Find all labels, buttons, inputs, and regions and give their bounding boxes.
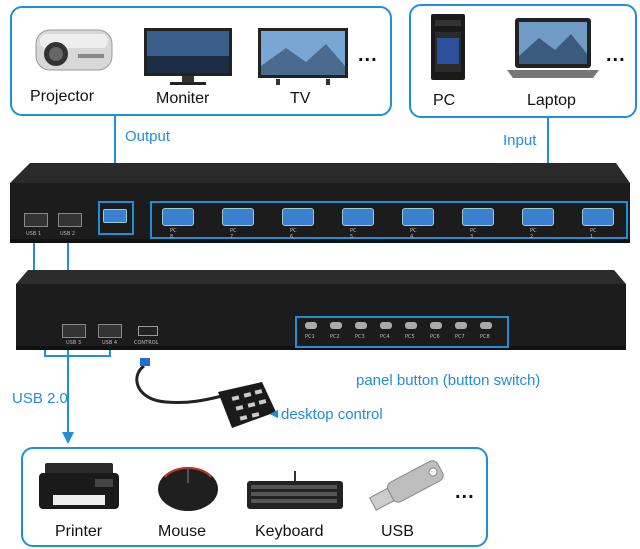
- usb-device-label: USB: [381, 523, 414, 540]
- projector-label: Projector: [30, 88, 95, 105]
- panel-button-label-text: panel button (button switch): [356, 372, 541, 389]
- usb-label: USB 2.0: [12, 390, 68, 407]
- tv-icon: [258, 28, 348, 85]
- laptop-label: Laptop: [527, 92, 576, 109]
- usb-more: ...: [455, 481, 475, 503]
- pc-port-label: PC 7: [230, 228, 237, 240]
- pc-port[interactable]: [162, 208, 194, 226]
- panel-button[interactable]: [330, 322, 342, 329]
- rear-usb-label-1: USB 1: [26, 231, 42, 237]
- front-usb-label-4: USB 4: [102, 340, 118, 346]
- panel-buttons-highlight: [295, 316, 509, 348]
- output-devices-box: Projector Moniter TV ...: [10, 6, 392, 116]
- output-label: Output: [125, 128, 171, 145]
- pc-port-label: PC 5: [350, 228, 357, 240]
- input-devices-box: PC Laptop ...: [409, 4, 637, 118]
- output-vga-port[interactable]: [103, 209, 127, 223]
- panel-button[interactable]: [455, 322, 467, 329]
- pc-port[interactable]: [222, 208, 254, 226]
- pc-port[interactable]: [402, 208, 434, 226]
- pc-port-label: PC 6: [290, 228, 297, 240]
- front-usb-port-3[interactable]: [62, 324, 86, 338]
- tv-label: TV: [290, 90, 311, 107]
- pc-port[interactable]: [522, 208, 554, 226]
- pc-port-label: PC 2: [530, 228, 537, 240]
- pc-port-label: PC 1: [590, 228, 597, 240]
- output-more: ...: [358, 44, 378, 66]
- kvm-front-panel: USB 3 USB 4 CONTROL PC1 PC2 PC3 PC4 PC5 …: [10, 270, 632, 352]
- desktop-control-label: desktop control: [281, 406, 383, 423]
- panel-button-label: PC7: [455, 334, 465, 340]
- pc-port-label: PC 4: [410, 228, 417, 240]
- panel-button-label: PC6: [430, 334, 440, 340]
- laptop-icon: [507, 18, 599, 78]
- panel-button[interactable]: [380, 322, 392, 329]
- desktop-control-arrow: ◄: [267, 405, 281, 421]
- panel-button-label: PC1: [305, 334, 315, 340]
- input-more: ...: [606, 44, 626, 66]
- usb-stick-icon: [369, 460, 444, 511]
- panel-button-label: PC3: [355, 334, 365, 340]
- control-port[interactable]: [138, 326, 158, 336]
- control-label: CONTROL: [134, 340, 159, 346]
- panel-button-label: PC4: [380, 334, 390, 340]
- panel-button-label: PC2: [330, 334, 340, 340]
- front-usb-port-4[interactable]: [98, 324, 122, 338]
- front-usb-label-3: USB 3: [66, 340, 82, 346]
- pc-port-label: PC 8: [170, 228, 177, 240]
- mouse-icon: [158, 467, 218, 511]
- mouse-label: Mouse: [158, 523, 207, 540]
- pc-port[interactable]: [342, 208, 374, 226]
- kvm-rear-panel: USB 1 USB 2 PC 8 PC 7 PC 6 PC 5 PC 4 PC …: [10, 163, 632, 243]
- panel-button[interactable]: [430, 322, 442, 329]
- monitor-label: Moniter: [156, 90, 210, 107]
- panel-button-label: PC8: [480, 334, 490, 340]
- printer-label: Printer: [55, 523, 103, 540]
- pc-port[interactable]: [462, 208, 494, 226]
- panel-button[interactable]: [405, 322, 417, 329]
- pc-ports-highlight: [150, 201, 628, 239]
- panel-button[interactable]: [480, 322, 492, 329]
- pc-port-label: PC 3: [470, 228, 477, 240]
- panel-button-label: PC5: [405, 334, 415, 340]
- pc-tower-icon: [431, 14, 465, 80]
- pc-label: PC: [433, 92, 456, 109]
- pc-port[interactable]: [282, 208, 314, 226]
- monitor-icon: [144, 28, 232, 85]
- keyboard-label: Keyboard: [255, 523, 324, 540]
- output-vga-port-highlight: [98, 201, 134, 235]
- rear-usb-port-1[interactable]: [24, 213, 48, 227]
- printer-icon: [39, 463, 119, 509]
- rear-usb-port-2[interactable]: [58, 213, 82, 227]
- input-label: Input: [503, 132, 537, 149]
- projector-icon: [35, 29, 113, 71]
- panel-button[interactable]: [305, 322, 317, 329]
- rear-usb-label-2: USB 2: [60, 231, 76, 237]
- panel-button[interactable]: [355, 322, 367, 329]
- usb-devices-box: Printer Mouse Keyboard USB ...: [21, 447, 488, 547]
- pc-port[interactable]: [582, 208, 614, 226]
- keyboard-icon: [247, 471, 343, 509]
- desktop-control-icon: [135, 358, 276, 428]
